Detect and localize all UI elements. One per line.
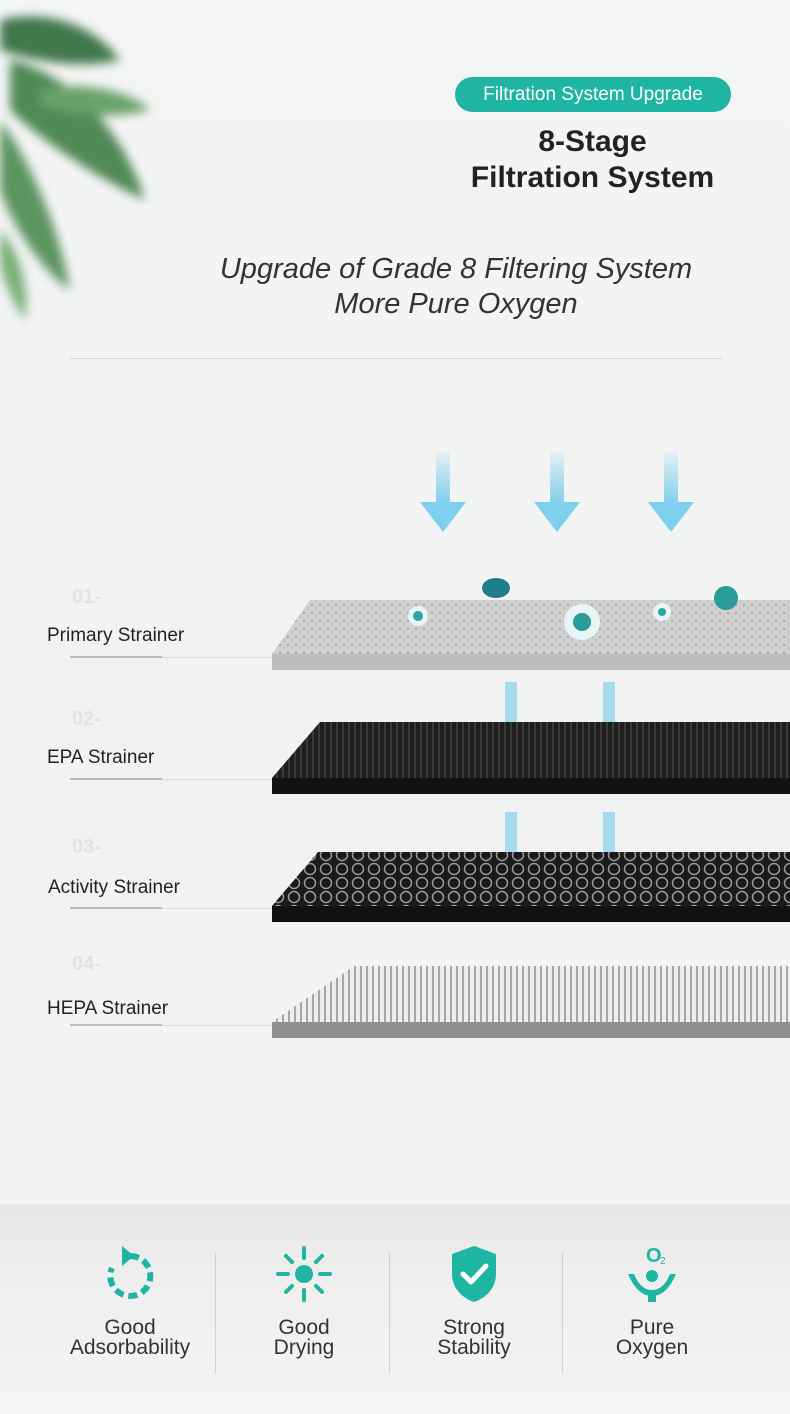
title-line-1: 8-Stage — [538, 125, 647, 158]
stage-underline — [70, 1024, 162, 1026]
stage-connector — [162, 779, 274, 780]
stage-number: 02- — [72, 708, 101, 730]
feature-line-2: Stability — [437, 1336, 511, 1359]
subtitle-line-2: More Pure Oxygen — [334, 288, 578, 320]
feature-line-2: Drying — [273, 1336, 335, 1359]
primary-strainer-layer — [272, 578, 790, 670]
feature-adsorbability: Good Adsorbability — [45, 1244, 215, 1358]
feature-line-1: Pure — [629, 1316, 675, 1339]
upgrade-badge: Filtration System Upgrade — [455, 77, 731, 112]
hepa-strainer-layer — [272, 966, 790, 1038]
svg-text:O: O — [646, 1245, 662, 1267]
airflow-arrow-icon — [420, 452, 466, 532]
plant-decoration — [0, 16, 150, 320]
stage-name: HEPA Strainer — [47, 998, 169, 1019]
feature-stability: Strong Stability — [389, 1244, 559, 1358]
page-subtitle: Upgrade of Grade 8 Filtering System More… — [150, 252, 762, 322]
feature-line-2: Oxygen — [615, 1336, 689, 1359]
feature-pure-oxygen: O 2 Pure Oxygen — [567, 1244, 737, 1358]
feature-line-1: Good — [104, 1316, 156, 1339]
stage-name: Activity Strainer — [48, 877, 180, 898]
stage-number: 01- — [72, 586, 101, 608]
airflow-arrow-icon — [534, 452, 580, 532]
epa-strainer-layer — [272, 722, 790, 794]
stage-underline — [70, 656, 162, 658]
stage-connector — [162, 657, 274, 658]
feature-line-2: Adsorbability — [69, 1336, 191, 1359]
stage-connector — [162, 1025, 274, 1026]
stage-connector — [162, 908, 274, 909]
feature-line-1: Good — [278, 1316, 330, 1339]
feature-separator — [562, 1252, 563, 1374]
sun-icon — [276, 1246, 332, 1302]
title-line-2: Filtration System — [470, 161, 715, 194]
stage-number: 04- — [72, 953, 101, 975]
header-divider — [70, 358, 722, 359]
feature-separator — [389, 1252, 390, 1374]
stage-underline — [70, 907, 162, 909]
stage-name: EPA Strainer — [47, 747, 155, 768]
stage-number: 03- — [72, 836, 101, 858]
feature-drying: Good Drying — [219, 1244, 389, 1358]
airflow-arrow-icon — [648, 452, 694, 532]
features-strip: Good Adsorbability Good Drying Strong S — [0, 1204, 790, 1394]
oxygen-hands-icon: O 2 — [628, 1245, 676, 1302]
subtitle-line-1: Upgrade of Grade 8 Filtering System — [219, 253, 693, 285]
stage-name: Primary Strainer — [47, 625, 185, 646]
svg-text:2: 2 — [660, 1256, 666, 1267]
feature-line-1: Strong — [443, 1316, 505, 1339]
shield-check-icon — [452, 1246, 496, 1302]
activity-strainer-layer — [272, 852, 790, 922]
stage-underline — [70, 778, 162, 780]
page-title: 8-Stage Filtration System — [440, 124, 745, 196]
refresh-icon — [107, 1246, 154, 1299]
feature-separator — [215, 1252, 216, 1374]
